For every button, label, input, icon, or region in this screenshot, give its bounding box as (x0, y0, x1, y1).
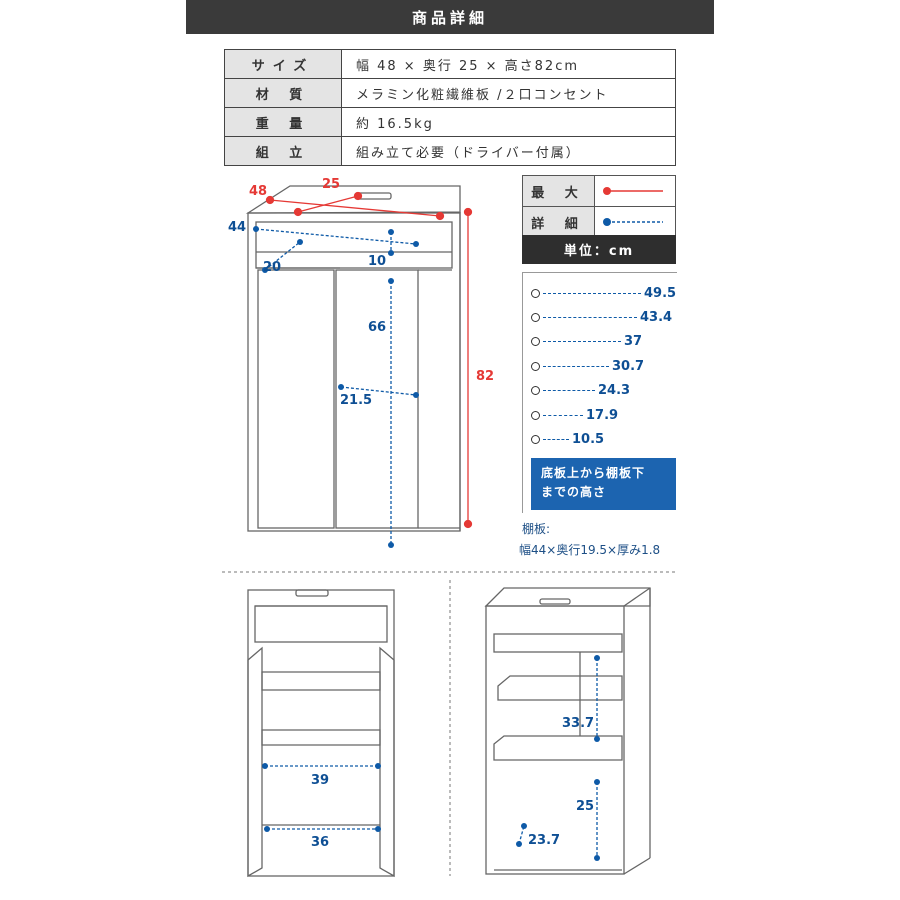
circle-icon (531, 410, 540, 420)
spec-row: サイズ幅 48 × 奥行 25 × 高さ82cm (224, 49, 676, 79)
open-cabinet-outline (247, 589, 395, 878)
red-line-icon (603, 187, 663, 195)
dim-open-width-lower: 36 (311, 835, 329, 850)
cabinet-outline (245, 185, 461, 532)
legend-max-row: 最 大 (522, 175, 676, 206)
shelf-height-value: 37 (624, 333, 643, 349)
spec-key: 重 量 (224, 107, 342, 137)
spec-value: 幅 48 × 奥行 25 × 高さ82cm (341, 49, 676, 79)
dim-bottom-depth: 23.7 (528, 833, 560, 848)
legend-max-swatch (595, 176, 675, 206)
spec-row: 材 質メラミン化粧繊維板 /２口コンセント (224, 78, 676, 108)
circle-icon (531, 385, 540, 395)
shelf-height-value: 24.3 (598, 382, 631, 398)
dim-depth-label: 25 (322, 177, 340, 192)
shelf-view-dimension-points (516, 655, 600, 861)
shelf-height-value: 30.7 (612, 358, 645, 374)
spec-row: 組 立組み立て必要（ドライバー付属） (224, 136, 676, 166)
spec-key: 組 立 (224, 136, 342, 166)
note-line: 底板上から棚板下 (541, 466, 646, 480)
circle-icon (531, 312, 540, 322)
blue-dashed-line-icon (603, 218, 663, 226)
shelf-height-item: 17.9 (531, 405, 618, 425)
dim-width-label: 48 (249, 184, 267, 199)
dim-bottom-height: 25 (576, 799, 594, 814)
legend-detail-row: 詳 細 (522, 206, 676, 238)
page-header: 商品詳細 (186, 0, 714, 34)
legend-max-label: 最 大 (523, 176, 595, 206)
shelf-height-item: 10.5 (531, 429, 604, 449)
shelf-height-item: 37 (531, 331, 642, 351)
dim-door-height-label: 66 (368, 320, 386, 335)
spec-table: サイズ幅 48 × 奥行 25 × 高さ82cm 材 質メラミン化粧繊維板 /２… (224, 49, 676, 166)
shelf-board-label: 棚板: (522, 522, 551, 536)
shelf-height-item: 49.5 (531, 283, 676, 303)
shelf-height-item: 43.4 (531, 307, 672, 327)
shelf-height-item: 24.3 (531, 380, 630, 400)
max-dimension-lines (265, 191, 473, 529)
open-view-dimension-lines (265, 765, 378, 830)
spec-key: 材 質 (224, 78, 342, 108)
note-line: までの高さ (541, 485, 607, 499)
circle-icon (531, 336, 540, 346)
shelf-height-note: 底板上から棚板下 までの高さ (531, 458, 676, 510)
spec-row: 重 量約 16.5kg (224, 107, 676, 137)
dimension-legend: 最 大 詳 細 (522, 175, 676, 238)
legend-detail-label: 詳 細 (523, 207, 595, 237)
unit-label: 単位：cm (522, 235, 676, 264)
spec-key: サイズ (224, 49, 342, 79)
legend-detail-swatch (595, 207, 675, 237)
dim-inner-door-depth-label: 21.5 (340, 393, 372, 408)
open-view-dimension-points (262, 763, 381, 832)
dim-top-gap-label: 10 (368, 254, 386, 269)
shelf-view-dimension-lines (518, 658, 598, 858)
shelf-cabinet-outline (484, 587, 651, 875)
spec-value: 組み立て必要（ドライバー付属） (341, 136, 676, 166)
shelf-height-item: 30.7 (531, 356, 644, 376)
spec-value: メラミン化粧繊維板 /２口コンセント (341, 78, 676, 108)
detail-dimension-points (253, 226, 419, 548)
dim-shelf-span: 33.7 (562, 716, 594, 731)
shelf-height-value: 10.5 (572, 431, 605, 447)
shelf-board-size: 幅44×奥行19.5×厚み1.8 (519, 543, 661, 557)
shelf-height-value: 17.9 (586, 407, 619, 423)
dim-inner-depth-label: 20 (263, 260, 281, 275)
dim-open-width-upper: 39 (311, 773, 329, 788)
circle-icon (531, 361, 540, 371)
dim-inner-width-label: 44 (228, 220, 246, 235)
detail-dimension-lines (255, 228, 417, 545)
shelf-height-value: 43.4 (640, 309, 673, 325)
header-title: 商品詳細 (411, 8, 488, 27)
circle-icon (531, 434, 540, 444)
spec-value: 約 16.5kg (341, 107, 676, 137)
shelf-height-list: 49.5 43.4 37 30.7 24.3 17.9 10.5 (522, 272, 677, 513)
dim-height-label: 82 (476, 369, 494, 384)
circle-icon (531, 288, 540, 298)
shelf-height-value: 49.5 (644, 285, 677, 301)
